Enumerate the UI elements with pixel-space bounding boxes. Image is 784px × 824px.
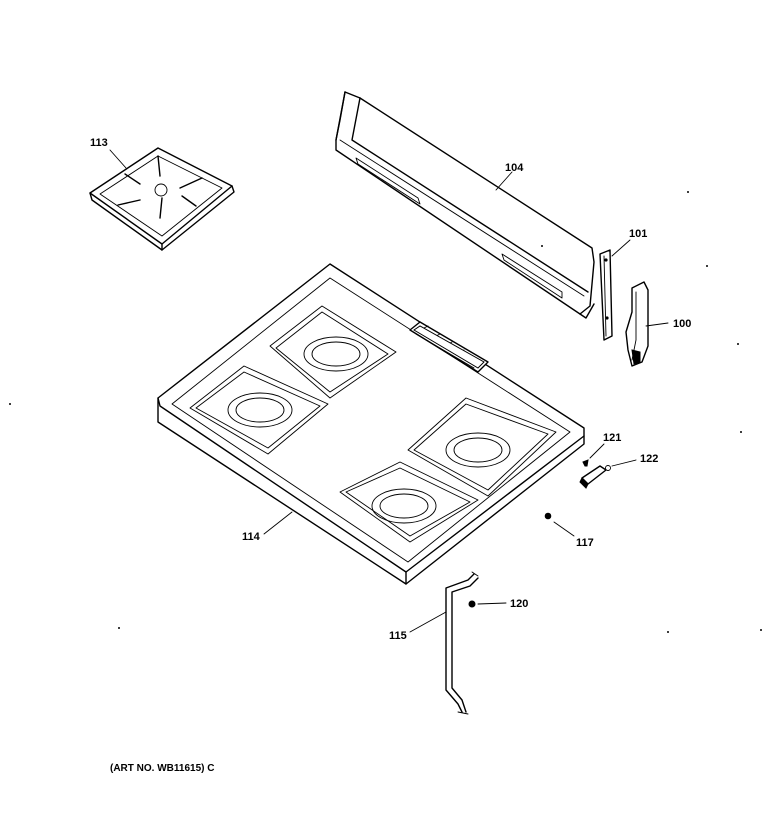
label-122: 122 — [640, 453, 658, 465]
cooktop-part-114 — [157, 263, 585, 585]
trim-part-101 — [599, 249, 613, 341]
label-115: 115 — [389, 630, 407, 642]
label-104: 104 — [505, 162, 524, 174]
art-number: (ART NO. WB11615) C — [110, 763, 214, 774]
label-113: 113 — [90, 137, 108, 149]
label-114: 114 — [242, 531, 261, 543]
label-100: 100 — [673, 318, 691, 330]
endcap-part-100 — [625, 281, 649, 367]
leader-lines — [109, 149, 669, 633]
part-labels: 113 104 101 100 121 122 117 114 120 115 … — [90, 137, 691, 774]
part-117 — [544, 512, 552, 520]
label-120: 120 — [510, 598, 528, 610]
label-117: 117 — [576, 537, 594, 549]
backsplash-part-104 — [335, 91, 595, 319]
label-101: 101 — [629, 228, 647, 240]
grate-part-113 — [89, 147, 235, 251]
rod-part-115 — [445, 571, 479, 715]
screw-part-121 — [582, 459, 589, 467]
scan-specks — [9, 191, 762, 633]
fastener-part-120 — [468, 600, 476, 608]
label-121: 121 — [603, 432, 621, 444]
bracket-part-122 — [579, 465, 611, 489]
